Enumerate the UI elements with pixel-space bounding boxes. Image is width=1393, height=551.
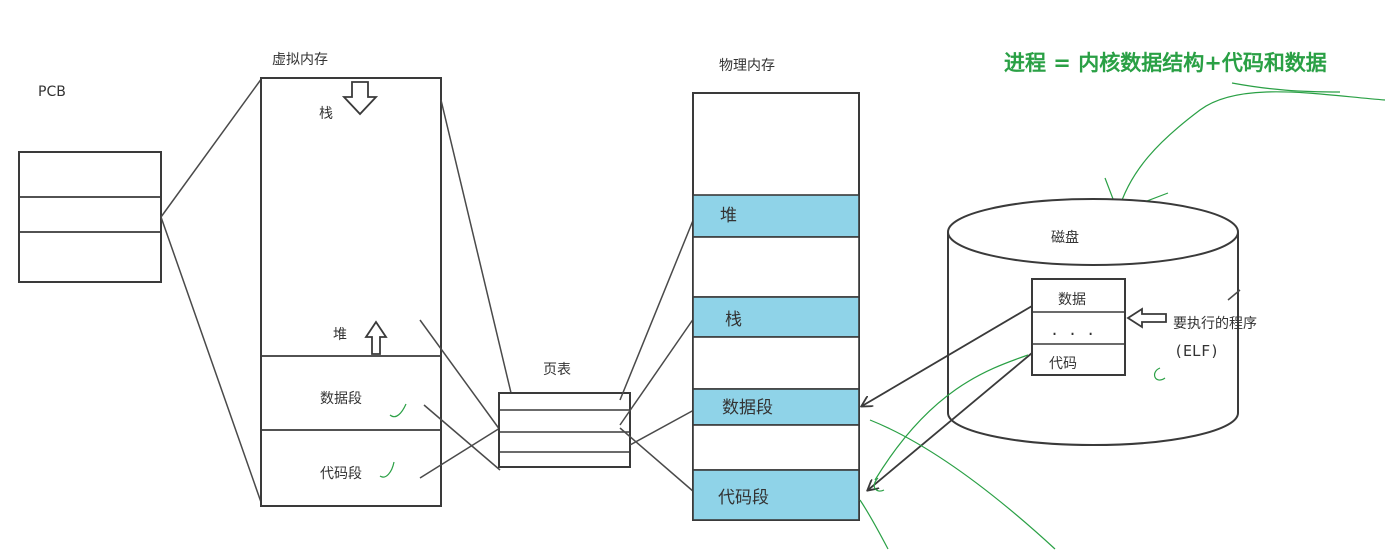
program-label: 要执行的程序 (1173, 316, 1257, 332)
pmem-data-segment-label: 数据段 (722, 398, 773, 418)
pcb-label: PCB (38, 84, 66, 100)
vmem-heap-label: 堆 (333, 327, 347, 343)
green-stroke-2 (869, 419, 1056, 550)
up-arrow-icon (364, 320, 388, 355)
pcb-to-vmem-lines (160, 77, 263, 506)
program-file (1031, 278, 1126, 376)
vmem-check-mark-2 (379, 461, 395, 478)
green-stroke-4 (873, 477, 885, 492)
pmem-code-segment-cell (692, 469, 860, 521)
virtual-memory-box (260, 77, 442, 507)
vmem-stack-label: 栈 (319, 106, 333, 122)
pmem-stack-cell (692, 296, 860, 338)
virtual-memory-label: 虚拟内存 (272, 52, 328, 68)
disk-label: 磁盘 (1051, 229, 1079, 246)
pcb-box (18, 151, 162, 283)
physical-memory-box (692, 92, 860, 521)
file-code-label: 代码 (1049, 356, 1077, 372)
page-table-label: 页表 (543, 362, 571, 378)
pagetable-to-pmem-lines (619, 217, 695, 493)
green-stroke-3 (859, 499, 889, 550)
annotation-tick-1 (1231, 82, 1341, 93)
disk-to-pmem-arrows (862, 305, 1033, 490)
pmem-code-segment-label: 代码段 (718, 488, 769, 508)
vmem-code-segment-label: 代码段 (320, 466, 362, 482)
page-table-box (498, 392, 631, 468)
down-arrow-icon (341, 81, 379, 116)
disk-check-mark (1153, 367, 1166, 381)
vmem-data-segment-label: 数据段 (320, 391, 362, 407)
left-arrow-icon (1126, 307, 1167, 329)
pmem-stack-label: 栈 (725, 310, 742, 330)
pmem-heap-cell (692, 194, 860, 238)
title-to-disk-annotation (1117, 91, 1386, 213)
pen-cursor-icon (1227, 289, 1241, 301)
elf-label: (ELF) (1174, 342, 1219, 360)
physical-memory-label: 物理内存 (719, 58, 775, 74)
file-data-label: 数据 (1058, 292, 1086, 308)
green-stroke-1 (874, 354, 1029, 481)
vmem-check-mark-1 (389, 403, 407, 418)
pmem-heap-label: 堆 (720, 206, 737, 226)
file-dots-label: . . . (1050, 321, 1095, 339)
vmem-to-pagetable-lines (419, 99, 513, 479)
pmem-data-segment-cell (692, 388, 860, 426)
diagram-title: 进程 = 内核数据结构+代码和数据 (1004, 51, 1327, 75)
